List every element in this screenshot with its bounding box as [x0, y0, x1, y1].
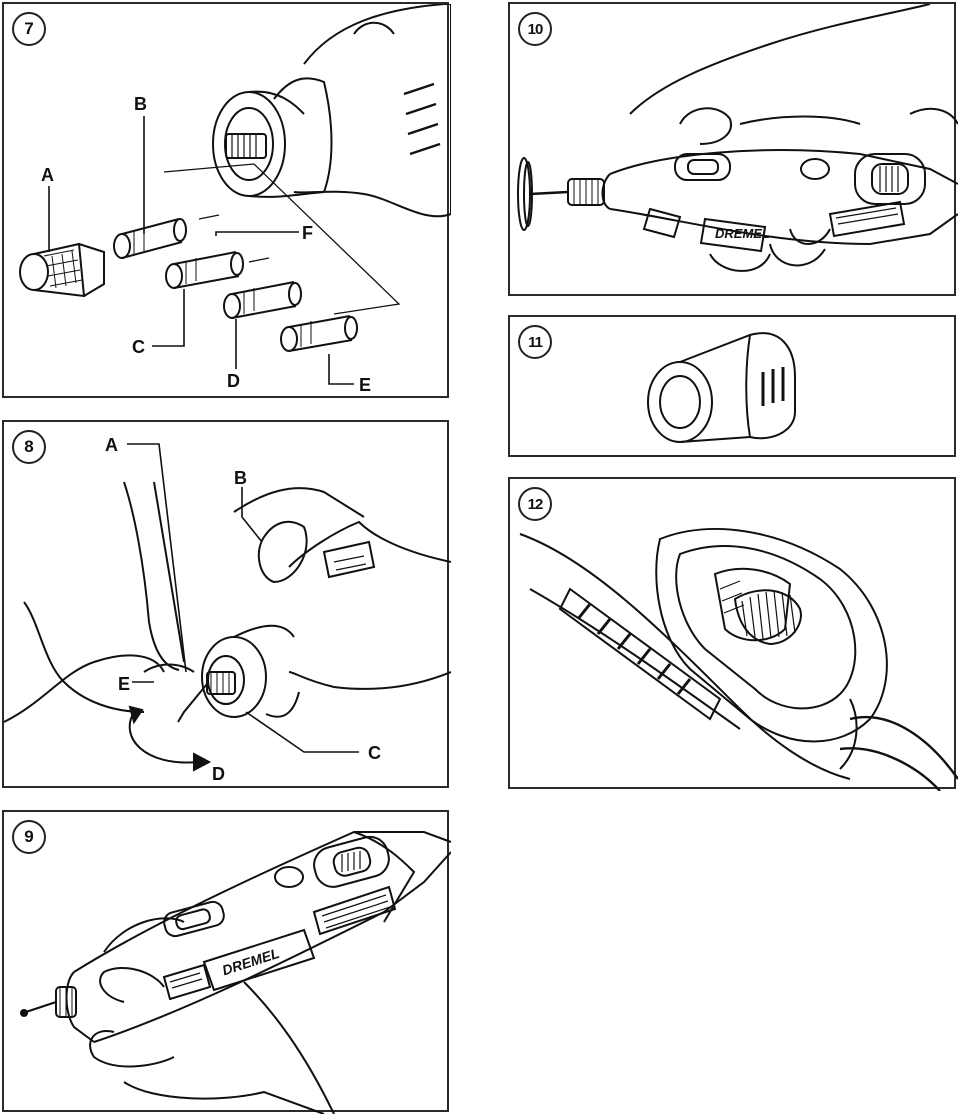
cutting-wheel-grip-diagram: DREMEL — [517, 4, 958, 272]
figure-number: 11 — [518, 325, 552, 359]
label-c: C — [132, 337, 145, 357]
figure-number: 7 — [12, 12, 46, 46]
figure-number: 10 — [518, 12, 552, 46]
label-c: C — [368, 743, 381, 763]
speed-dial-diagram — [519, 528, 958, 791]
figure-8-panel: 8 — [2, 420, 451, 788]
figure-9-panel: 9 DREMEL — [2, 810, 451, 1114]
label-e: E — [118, 674, 130, 694]
label-b: B — [134, 94, 147, 114]
figure-number: 8 — [12, 430, 46, 464]
label-d: D — [227, 371, 240, 391]
figure-7-panel: 7 — [2, 2, 451, 398]
brand-logo: DREMEL — [715, 226, 770, 241]
collet-tightening-diagram: A B E C D — [4, 435, 451, 784]
collet-assembly-diagram: A B F C D E — [19, 4, 451, 395]
label-f: F — [302, 223, 313, 243]
label-d: D — [212, 764, 225, 784]
label-a: A — [41, 165, 54, 185]
tool-grip-diagram: DREMEL — [20, 831, 451, 1114]
brand-logo: DREMEL — [220, 945, 281, 978]
label-b: B — [234, 468, 247, 488]
label-e: E — [359, 375, 371, 395]
figure-10-panel: 10 DREMEL — [508, 2, 958, 296]
figure-number: 12 — [518, 487, 552, 521]
figure-12-panel: 12 — [508, 477, 958, 791]
nose-cap-diagram — [647, 332, 796, 443]
figure-11-panel: 11 — [508, 315, 956, 457]
label-a: A — [105, 435, 118, 455]
figure-number: 9 — [12, 820, 46, 854]
